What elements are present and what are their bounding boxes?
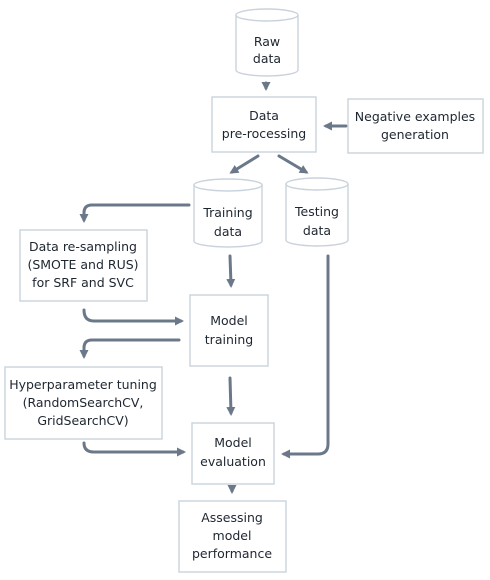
edge-preprocessing-to-training xyxy=(229,154,260,174)
assessing-line-2: model xyxy=(213,528,252,543)
node-training-data: Training data xyxy=(193,178,263,248)
tuning-line-1: Hyperparameter tuning xyxy=(9,377,157,392)
node-model-training: Model training xyxy=(189,294,269,367)
node-model-evaluation: Model evaluation xyxy=(191,422,275,485)
assessing-line-3: performance xyxy=(192,546,272,561)
model-training-line-2: training xyxy=(205,332,253,347)
tuning-line-2: (RandomSearchCV, xyxy=(23,395,144,410)
testing-data-line-1: Testing xyxy=(294,204,339,219)
edges xyxy=(79,81,348,494)
edge-tuning-to-evaluation xyxy=(82,441,186,457)
edge-preprocessing-to-testing xyxy=(277,154,309,174)
training-data-line-1: Training xyxy=(202,205,252,220)
edge-model-training-to-tuning xyxy=(79,338,181,359)
node-data-resampling: Data re-sampling (SMOTE and RUS) for SRF… xyxy=(19,229,148,302)
training-data-line-2: data xyxy=(214,224,242,239)
edge-testing-to-evaluation xyxy=(281,254,330,459)
node-testing-data: Testing data xyxy=(285,177,349,247)
raw-data-line-1: Raw xyxy=(254,34,280,49)
preprocessing-line-2: pre-rocessing xyxy=(222,126,306,141)
node-data-preprocessing: Data pre-rocessing xyxy=(211,96,317,153)
raw-data-line-2: data xyxy=(253,51,281,66)
negative-line-2: generation xyxy=(381,127,449,142)
resampling-line-1: Data re-sampling xyxy=(29,239,137,254)
model-training-line-1: Model xyxy=(210,313,248,328)
node-hyperparameter-tuning: Hyperparameter tuning (RandomSearchCV, G… xyxy=(4,366,163,440)
edge-training-to-model-training xyxy=(226,254,236,288)
resampling-line-2: (SMOTE and RUS) xyxy=(27,257,138,272)
resampling-line-3: for SRF and SVC xyxy=(32,275,134,290)
testing-data-line-2: data xyxy=(303,223,331,238)
node-raw-data: Raw data xyxy=(235,8,299,77)
assessing-line-1: Assessing xyxy=(201,510,263,525)
negative-line-1: Negative examples xyxy=(355,109,475,124)
tuning-line-3: GridSearchCV) xyxy=(37,413,128,428)
preprocessing-line-1: Data xyxy=(249,108,279,123)
edge-resampling-to-model-training xyxy=(82,308,184,326)
model-evaluation-line-2: evaluation xyxy=(200,454,266,469)
edge-model-training-to-evaluation xyxy=(226,376,236,416)
model-evaluation-line-1: Model xyxy=(214,435,252,450)
edge-training-to-resampling xyxy=(79,203,191,223)
node-negative-examples-generation: Negative examples generation xyxy=(347,98,484,154)
node-assessing-model-performance: Assessing model performance xyxy=(178,500,287,573)
